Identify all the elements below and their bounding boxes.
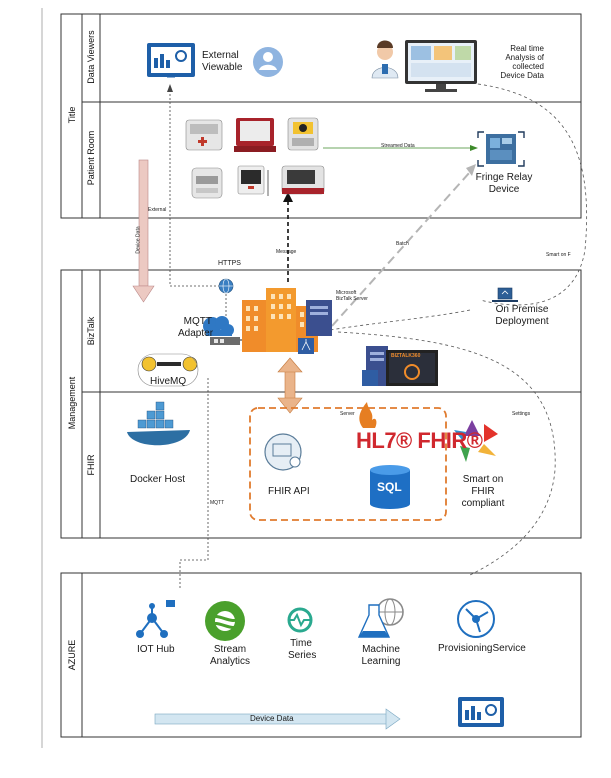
biztalk360-logo-label: BIZTALK360 bbox=[391, 353, 421, 359]
machine-learning-icon bbox=[357, 598, 404, 638]
time-series-icon bbox=[287, 607, 313, 633]
medical-device-2-icon bbox=[234, 118, 276, 152]
biztalk360-icon bbox=[362, 346, 438, 386]
external-viewer-icon bbox=[253, 47, 283, 77]
edge-mqtt-path bbox=[179, 378, 209, 590]
edge-onpremise-link bbox=[329, 309, 471, 331]
group-azure-box bbox=[60, 572, 582, 738]
edge-settings-label: Settings bbox=[512, 411, 531, 417]
fhir-server-box bbox=[249, 407, 447, 521]
smart-on-fhir-icon bbox=[454, 420, 498, 462]
edge-batch-head bbox=[466, 164, 476, 176]
group-management-label: Management bbox=[67, 376, 77, 430]
mqtt-adapter-icon bbox=[203, 316, 240, 345]
dashboard-monitor-icon bbox=[147, 43, 195, 78]
lane-biztalk-label: BizTalk bbox=[86, 316, 96, 346]
edge-external-path bbox=[169, 86, 222, 287]
lane-data-viewers-label: Data Viewers bbox=[86, 30, 96, 84]
medical-device-3-icon bbox=[287, 117, 319, 151]
fringe-relay-device-icon bbox=[477, 131, 525, 167]
hivemq-label: HiveMQ bbox=[150, 376, 187, 387]
https-globe-icon bbox=[218, 278, 234, 294]
doctor-icon bbox=[371, 40, 399, 79]
edge-streamed-data-head bbox=[470, 145, 478, 151]
edge-batch-label: Batch bbox=[396, 241, 409, 247]
group-title-box bbox=[60, 13, 582, 219]
on-premise-icon bbox=[492, 287, 518, 302]
group-azure-label: AZURE bbox=[67, 639, 77, 671]
medical-device-6-icon bbox=[281, 165, 325, 195]
provisioning-service-icon bbox=[457, 600, 495, 638]
lane-fhir-label: FHIR bbox=[86, 454, 96, 476]
edge-device-data-vertical-label: Device Data bbox=[135, 226, 142, 254]
medical-device-5-icon bbox=[237, 165, 269, 196]
fhir-api-icon bbox=[264, 433, 302, 471]
iot-hub-icon bbox=[136, 600, 175, 638]
edge-external-head bbox=[167, 84, 173, 92]
medical-device-1-icon bbox=[185, 119, 223, 151]
edge-device-data-head bbox=[132, 285, 155, 303]
edge-bidir-head-down bbox=[277, 397, 303, 414]
group-title-label: Title bbox=[67, 106, 77, 124]
edge-https-label: HTTPS bbox=[218, 260, 241, 267]
edge-message-head bbox=[283, 192, 293, 202]
edge-server-label: Server bbox=[340, 411, 355, 417]
biztalk-server-icon bbox=[242, 288, 332, 354]
edge-smart-on-f-label: Smart on F bbox=[546, 252, 571, 258]
edge-message-label: Message bbox=[276, 249, 297, 255]
edge-batch-line bbox=[331, 171, 471, 327]
edge-external-label: External bbox=[148, 207, 167, 213]
edge-bidir-head-up bbox=[277, 357, 303, 373]
lane-patient-room-label: Patient Room bbox=[86, 130, 96, 186]
hivemq-icon bbox=[137, 353, 199, 387]
provisioning-service-label: ProvisioningService bbox=[438, 643, 526, 654]
sql-label: SQL bbox=[377, 480, 402, 494]
edge-device-data-shaft bbox=[138, 159, 149, 287]
hl7-flame-icon bbox=[359, 402, 377, 428]
docker-icon bbox=[127, 401, 190, 446]
edge-device-data-h-head bbox=[385, 708, 401, 730]
group-management-box bbox=[60, 269, 582, 539]
edge-smart-on-f-curve bbox=[459, 81, 588, 306]
hl7-fhir-logo: HL7® FHIR® bbox=[356, 428, 483, 453]
analysis-monitor-icon bbox=[405, 40, 477, 92]
docker-host-label: Docker Host bbox=[130, 474, 186, 485]
stream-analytics-icon bbox=[205, 601, 245, 641]
edge-device-data-horizontal-label: Device Data bbox=[250, 714, 294, 723]
iot-hub-label: IOT Hub bbox=[137, 644, 175, 655]
edge-bidir-shaft bbox=[284, 369, 296, 401]
edge-mqtt-label: MQTT bbox=[210, 500, 225, 506]
fhir-api-label: FHIR API bbox=[268, 486, 310, 497]
sql-database-icon bbox=[370, 465, 410, 509]
edge-streamed-data-label: Streamed Data bbox=[381, 143, 415, 149]
medical-device-4-icon bbox=[191, 167, 223, 199]
azure-dashboard-icon bbox=[458, 697, 504, 727]
